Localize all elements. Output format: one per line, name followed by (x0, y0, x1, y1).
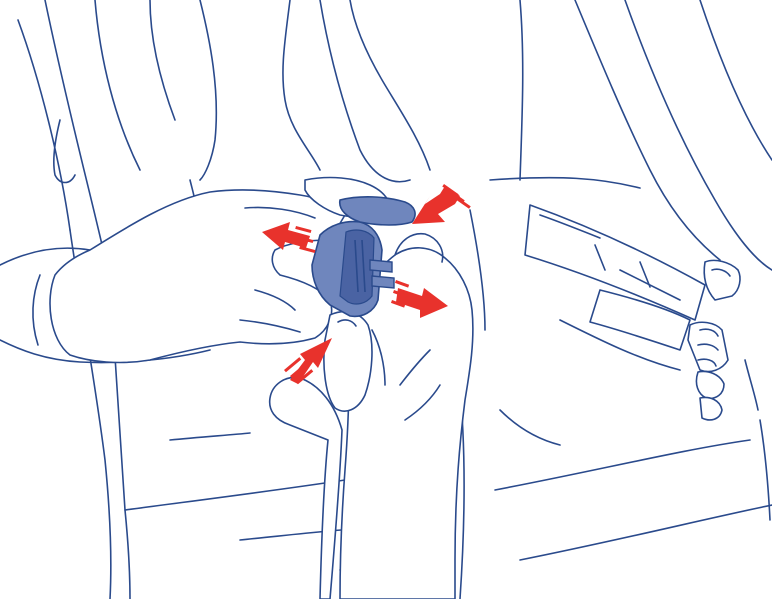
arrow-squeeze-icon (412, 184, 471, 224)
right-strap (525, 205, 705, 350)
